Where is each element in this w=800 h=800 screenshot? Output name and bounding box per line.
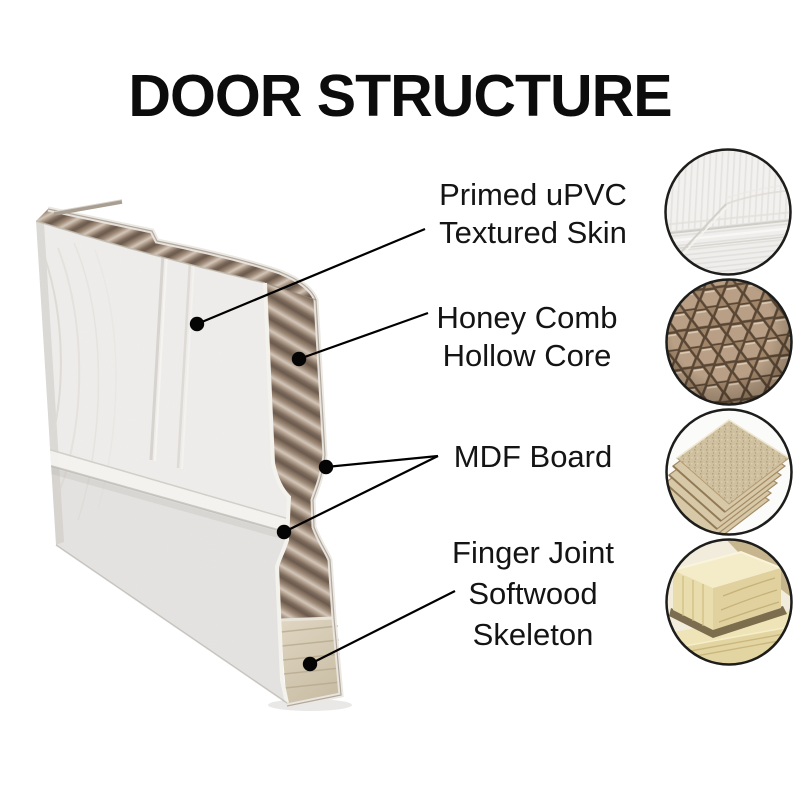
label-mdf-board: MDF Board: [454, 438, 612, 476]
callout-lines: [196, 227, 456, 665]
swatch-border: [665, 538, 793, 666]
mdf-texture: [666, 409, 792, 535]
outer-silhouette-line: [47, 208, 342, 707]
swatch-softwood-skeleton-photo: [665, 538, 793, 666]
back-skin-sliver-highlight: [53, 199, 123, 213]
label-line: Textured Skin: [439, 215, 627, 250]
label-honeycomb-hollow-core: Honey Comb Hollow Core: [437, 299, 618, 375]
callout-dot-core: [291, 351, 307, 367]
label-line: Primed uPVC: [439, 177, 627, 212]
softwood-texture: [666, 539, 792, 665]
callout-dot-skeleton: [302, 656, 318, 672]
label-primed-upvc-textured-skin: Primed uPVC Textured Skin: [439, 176, 627, 252]
front-skin-edge: [263, 282, 292, 704]
swatch-border: [665, 408, 793, 536]
callout-dot-mdf-lower: [276, 524, 292, 540]
band-corner-crease: [264, 282, 317, 301]
swatch-border: [665, 278, 793, 406]
back-skin-sliver: [53, 200, 123, 216]
swatch-mdf-board-photo: [665, 408, 793, 536]
callout-dot-skin: [189, 316, 205, 332]
label-line: Softwood: [468, 576, 598, 611]
swatch-upvc-skin-photo: [664, 148, 792, 276]
upvc-texture: [665, 149, 791, 275]
callout-line-core: [298, 311, 429, 361]
honeycomb-texture: [666, 279, 792, 405]
honeycomb-core-top-band: [36, 209, 316, 300]
label-line: Skeleton: [472, 617, 594, 652]
label-line: MDF Board: [453, 439, 613, 474]
label-line: Finger Joint: [452, 535, 614, 570]
callout-dots: [189, 316, 334, 672]
callout-line-skeleton: [309, 590, 456, 665]
core-block-seam: [279, 616, 335, 622]
callout-line-skin: [196, 227, 426, 326]
face-top-seam: [35, 220, 266, 284]
callout-line-mdf-lower: [283, 455, 439, 533]
label-line: Honey Comb: [436, 300, 618, 335]
swatch-honeycomb-core-photo: [665, 278, 793, 406]
face-bottom-edge: [55, 544, 288, 704]
label-finger-joint-softwood-skeleton: Finger Joint Softwood Skeleton: [452, 532, 614, 655]
label-line: Hollow Core: [442, 338, 612, 373]
swatch-border: [664, 148, 792, 276]
callout-dot-mdf-upper: [318, 459, 334, 475]
callout-line-mdf-upper: [325, 454, 439, 469]
page-title: DOOR STRUCTURE: [128, 62, 672, 129]
